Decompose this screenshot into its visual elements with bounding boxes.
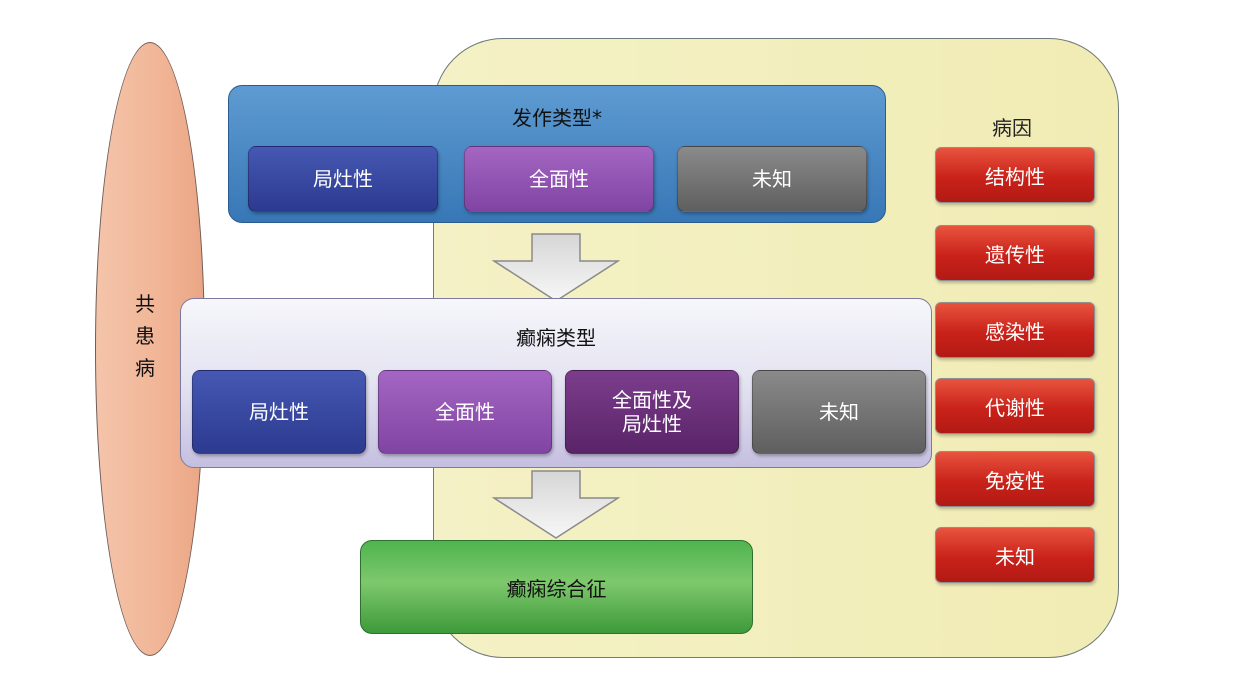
down-arrow-1 <box>492 233 620 302</box>
seizure-type-generalized: 全面性 <box>464 146 654 212</box>
etiology-title: 病因 <box>992 116 1032 140</box>
cause-metabolic: 代谢性 <box>935 378 1095 434</box>
cause-unknown: 未知 <box>935 527 1095 583</box>
seizure-type-unknown: 未知 <box>677 146 867 212</box>
cause-genetic: 遗传性 <box>935 225 1095 281</box>
epilepsy-syndrome-box: 癫痫综合征 <box>360 540 753 634</box>
cause-structural: 结构性 <box>935 147 1095 203</box>
epilepsy-type-unknown: 未知 <box>752 370 926 454</box>
epilepsy-type-combined: 全面性及 局灶性 <box>565 370 739 454</box>
epilepsy-type-focal: 局灶性 <box>192 370 366 454</box>
epilepsy-types-title: 癫痫类型 <box>516 326 596 350</box>
seizure-types-title: 发作类型* <box>512 106 602 130</box>
epilepsy-type-generalized: 全面性 <box>378 370 552 454</box>
cause-immune: 免疫性 <box>935 451 1095 507</box>
seizure-type-focal: 局灶性 <box>248 146 438 212</box>
comorbidities-label: 共 患 病 <box>135 292 155 380</box>
down-arrow-2 <box>492 470 620 539</box>
cause-infectious: 感染性 <box>935 302 1095 358</box>
